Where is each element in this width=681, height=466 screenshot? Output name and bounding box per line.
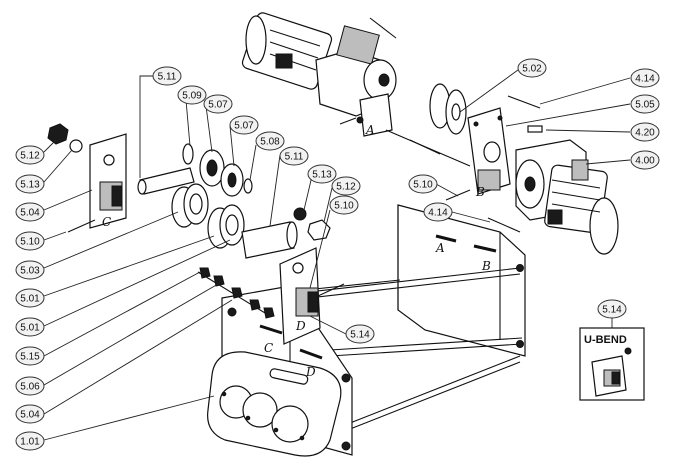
callout-5-06: 5.06	[15, 376, 45, 396]
end-cap-1-01	[207, 351, 342, 457]
letter-d-frame: D	[305, 365, 316, 379]
leader-lines	[43, 69, 631, 441]
callout-5-08: 5.08	[255, 131, 285, 151]
u-bend-title: U-BEND	[584, 334, 627, 346]
callout-5-05: 5.05	[630, 94, 660, 114]
callout-5-07-b: 5.07	[229, 115, 259, 135]
svg-text:5.05: 5.05	[635, 100, 655, 111]
callout-4-20: 4.20	[630, 122, 660, 142]
svg-text:5.07: 5.07	[234, 121, 254, 132]
callout-5-10-mid: 5.10	[408, 174, 438, 194]
callout-5-11-top: 5.11	[152, 66, 182, 86]
callout-5-12-right: 5.12	[331, 176, 361, 196]
motor-a	[241, 12, 397, 137]
callout-bubbles: 5.11 5.09 5.07 5.07 5.08 5.11 5.13 5.12 …	[15, 58, 660, 451]
shaft-assembly	[47, 123, 471, 319]
callout-4-14-top: 4.14	[630, 68, 660, 88]
callout-4-00: 4.00	[630, 150, 660, 170]
svg-text:5.02: 5.02	[522, 64, 542, 75]
callout-5-10-left: 5.10	[15, 231, 45, 251]
svg-text:5.11: 5.11	[285, 152, 304, 163]
svg-text:1.01: 1.01	[20, 437, 40, 448]
svg-text:5.12: 5.12	[20, 151, 40, 162]
svg-text:5.14: 5.14	[350, 330, 370, 341]
callout-5-09: 5.09	[177, 85, 207, 105]
letter-c-bracket: C	[102, 215, 111, 229]
letter-b-frame: B	[481, 259, 491, 273]
callout-5-13-right: 5.13	[307, 164, 337, 184]
svg-text:5.10: 5.10	[20, 237, 40, 248]
svg-text:5.13: 5.13	[312, 170, 332, 181]
letter-b-motor: B	[475, 185, 485, 199]
svg-text:5.09: 5.09	[182, 91, 202, 102]
letter-d-bracket: D	[295, 319, 306, 333]
callout-5-14-center: 5.14	[345, 324, 375, 344]
svg-text:4.14: 4.14	[428, 208, 448, 219]
callout-1-01: 1.01	[15, 431, 45, 451]
position-letters: A B A B C D C D	[102, 123, 491, 379]
callout-5-10-right: 5.10	[329, 195, 359, 215]
callout-5-01-a: 5.01	[15, 288, 45, 308]
callout-5-11-mid: 5.11	[279, 146, 309, 166]
callout-4-14-bottom: 4.14	[423, 202, 453, 222]
svg-text:5.10: 5.10	[334, 201, 354, 212]
callout-5-02: 5.02	[517, 58, 547, 78]
svg-text:5.04: 5.04	[20, 410, 40, 421]
callout-5-07-a: 5.07	[203, 94, 233, 114]
callout-5-15: 5.15	[15, 346, 45, 366]
svg-text:5.07: 5.07	[208, 100, 228, 111]
svg-text:5.01: 5.01	[20, 323, 40, 334]
svg-text:4.14: 4.14	[635, 74, 655, 85]
callout-5-01-b: 5.01	[15, 317, 45, 337]
callout-5-13-left: 5.13	[15, 174, 45, 194]
callout-5-14-inset: 5.14	[597, 299, 627, 319]
svg-text:5.14: 5.14	[602, 305, 622, 316]
svg-text:5.08: 5.08	[260, 137, 280, 148]
bracket-d	[279, 247, 321, 345]
letter-c-frame: C	[264, 341, 273, 355]
callout-5-12-left: 5.12	[15, 145, 45, 165]
svg-text:5.13: 5.13	[20, 180, 40, 191]
svg-text:5.01: 5.01	[20, 294, 40, 305]
svg-text:5.10: 5.10	[413, 180, 433, 191]
bracket-c	[89, 133, 127, 229]
svg-text:5.04: 5.04	[20, 208, 40, 219]
letter-a-motor: A	[365, 123, 375, 137]
svg-text:4.00: 4.00	[635, 156, 655, 167]
svg-text:5.15: 5.15	[20, 352, 40, 363]
svg-text:5.11: 5.11	[158, 72, 177, 83]
svg-text:5.03: 5.03	[20, 266, 40, 277]
letter-a-frame: A	[435, 241, 445, 255]
callout-5-03: 5.03	[15, 260, 45, 280]
callout-5-04-bottom: 5.04	[15, 404, 45, 424]
u-bend-inset: U-BEND	[579, 327, 645, 401]
svg-text:4.20: 4.20	[635, 128, 655, 139]
svg-text:5.12: 5.12	[336, 182, 356, 193]
motor-b	[385, 83, 619, 255]
u-bend-dot	[624, 347, 632, 355]
callout-5-04-top: 5.04	[15, 202, 45, 222]
svg-text:5.06: 5.06	[20, 382, 40, 393]
